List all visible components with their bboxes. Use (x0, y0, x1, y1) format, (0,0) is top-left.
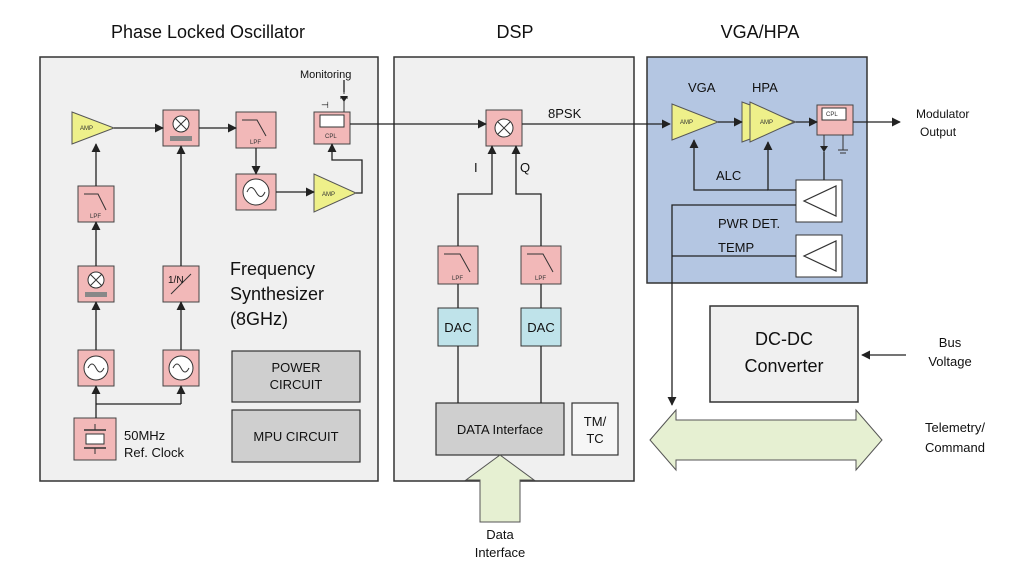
svg-text:LPF: LPF (452, 276, 463, 282)
plo-wiring (91, 123, 363, 418)
svg-text:1/N: 1/N (168, 275, 184, 286)
power-circuit-label-2: CIRCUIT (270, 377, 323, 392)
data-input-arrow (464, 454, 536, 523)
mpu-circuit-label: MPU CIRCUIT (253, 429, 338, 444)
dcdc-label-2: Converter (744, 356, 823, 376)
q-label: Q (520, 160, 530, 175)
dcdc-label-1: DC-DC (755, 329, 813, 349)
tmtc-label-2: TC (586, 431, 603, 446)
data-interface-box (435, 402, 565, 456)
clock-ref-label: Ref. Clock (124, 445, 184, 460)
svg-text:LPF: LPF (535, 276, 546, 282)
dsp-title: DSP (496, 22, 533, 42)
oscillator-left (77, 349, 115, 387)
alc-label: ALC (716, 168, 741, 183)
dac-i (437, 307, 479, 347)
temp-block (795, 234, 843, 278)
svg-text:AMP: AMP (680, 120, 693, 126)
synth-label-3: (8GHz) (230, 309, 288, 329)
modulation-label: 8PSK (548, 106, 582, 121)
synth-label-2: Synthesizer (230, 284, 324, 304)
monitoring-label: Monitoring (300, 69, 351, 81)
dcdc-box (709, 305, 859, 403)
mixer-top (162, 109, 200, 147)
hpa-amp: AMP (741, 101, 798, 143)
hpa-label: HPA (752, 80, 778, 95)
output-label-1: Modulator (916, 107, 969, 121)
dac-q-label: DAC (527, 320, 554, 335)
output-label-2: Output (920, 125, 957, 139)
crystal-block (73, 417, 117, 461)
svg-text:AMP: AMP (760, 120, 773, 126)
coupler-plo: CPL ⊣ (313, 88, 351, 145)
power-circuit-label-1: POWER (271, 360, 320, 375)
vco-block (235, 173, 277, 211)
vga-wiring (667, 117, 901, 406)
svg-text:CPL: CPL (826, 112, 838, 118)
tmtc-label-1: TM/ (584, 414, 607, 429)
lpf-q: LPF (520, 245, 562, 285)
plo-title: Phase Locked Oscillator (111, 22, 305, 42)
svg-text:AMP: AMP (322, 192, 335, 198)
data-interface-label: DATA Interface (457, 422, 543, 437)
dac-i-label: DAC (444, 320, 471, 335)
lpf-top: LPF (235, 111, 277, 149)
pwr-det-label: PWR DET. (718, 216, 780, 231)
dsp-wiring (350, 119, 671, 403)
data-input-label-1: Data (486, 527, 514, 542)
telemetry-bus-arrow (649, 408, 883, 472)
svg-text:LPF: LPF (90, 214, 101, 220)
bus-voltage-label-1: Bus (939, 335, 962, 350)
svg-text:LPF: LPF (250, 140, 261, 146)
i-label: I (474, 160, 478, 175)
oscillator-right (162, 349, 200, 387)
telemetry-label-2: Command (925, 440, 985, 455)
bus-voltage-label-2: Voltage (928, 354, 971, 369)
coupler-vga: CPL (816, 104, 854, 154)
divider-block: 1/N (162, 265, 200, 303)
svg-text:⊣: ⊣ (321, 100, 329, 110)
power-circuit-box (231, 350, 361, 403)
lpf-left: LPF (77, 185, 115, 223)
svg-text:CPL: CPL (325, 134, 337, 140)
dsp-mixer (485, 109, 523, 147)
telemetry-label-1: Telemetry/ (925, 420, 985, 435)
tmtc-box (571, 402, 619, 456)
amp-left: AMP (71, 111, 116, 145)
temp-label: TEMP (718, 240, 754, 255)
lpf-i: LPF (437, 245, 479, 285)
clock-freq-label: 50MHz (124, 428, 165, 443)
mpu-circuit-box (231, 409, 361, 463)
pwr-det-block (795, 179, 843, 223)
svg-text:AMP: AMP (80, 126, 93, 132)
synth-label-1: Frequency (230, 259, 315, 279)
vga-label: VGA (688, 80, 716, 95)
data-input-label-2: Interface (475, 545, 526, 560)
mixer-left (77, 265, 115, 303)
dac-q (520, 307, 562, 347)
vga-hpa-title: VGA/HPA (721, 22, 800, 42)
vga-amp: AMP (671, 103, 720, 141)
